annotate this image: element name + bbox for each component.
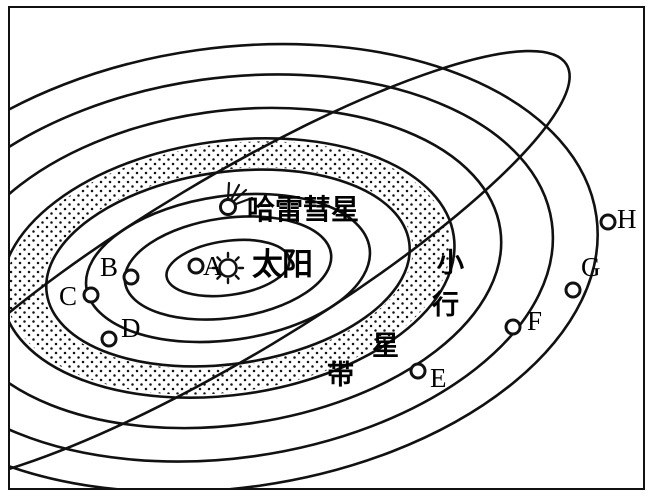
orbit-e	[10, 136, 456, 400]
orbit-a	[165, 238, 291, 298]
comet-orbit	[10, 49, 571, 487]
planet-marker-a[interactable]	[187, 257, 205, 275]
planet-marker-e[interactable]	[409, 362, 427, 380]
sun-icon	[211, 251, 245, 285]
orbit-g	[10, 73, 555, 463]
asteroid-belt-label-char-3: 带	[327, 360, 354, 391]
planet-label-f: F	[527, 306, 543, 336]
orbit-f	[10, 106, 503, 430]
diagram-border	[8, 6, 645, 490]
planet-label-a: A	[203, 251, 223, 281]
planet-label-b: B	[100, 252, 119, 282]
planet-label-d: D	[121, 313, 141, 343]
planet-label-e: E	[430, 363, 447, 393]
planet-label-c: C	[59, 281, 78, 311]
orbit-h	[10, 42, 599, 488]
planet-marker-g[interactable]	[564, 281, 582, 299]
asteroid-belt-label-char-2: 星	[372, 331, 399, 362]
planet-marker-b[interactable]	[122, 268, 140, 286]
planet-marker-c[interactable]	[82, 286, 100, 304]
planet-markers	[82, 213, 617, 380]
asteroid-belt-label-char-1: 行	[432, 290, 459, 321]
planet-label-g: G	[581, 252, 601, 282]
asteroid-belt-label-char-0: 小	[437, 248, 464, 279]
comet-label: 哈雷彗星	[247, 193, 360, 226]
planet-marker-f[interactable]	[504, 318, 522, 336]
sun-label: 太阳	[252, 247, 313, 283]
planet-marker-d[interactable]	[100, 330, 118, 348]
planet-marker-h[interactable]	[599, 213, 617, 231]
planet-label-h: H	[617, 204, 637, 234]
comet-marker	[219, 181, 254, 216]
